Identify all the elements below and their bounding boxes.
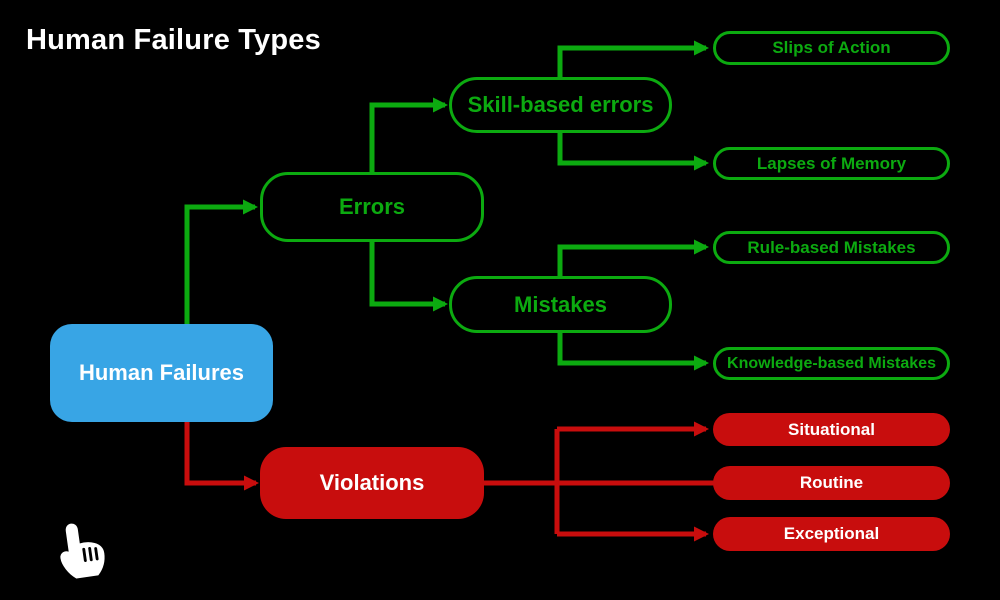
node-lapses-of-memory: Lapses of Memory [713, 147, 950, 180]
connector-errors-skill-based [369, 97, 448, 173]
connector-human-failures-errors [184, 199, 258, 326]
node-rule-based-mistakes: Rule-based Mistakes [713, 231, 950, 264]
hand-shape [60, 523, 105, 579]
node-mistakes: Mistakes [449, 276, 672, 333]
node-violations: Violations [260, 447, 484, 519]
node-situational: Situational [713, 413, 950, 446]
finger-lines [82, 546, 99, 563]
connector-skill-slips [557, 40, 709, 78]
connector-mistakes-rule-based [557, 239, 709, 277]
node-exceptional: Exceptional [713, 517, 950, 551]
hand-pointer-icon [60, 523, 105, 579]
node-human-failures: Human Failures [50, 324, 273, 422]
node-routine: Routine [713, 466, 950, 500]
connector-skill-lapses [557, 132, 709, 171]
node-knowledge-based-mistakes: Knowledge-based Mistakes [713, 347, 950, 380]
connector-errors-mistakes [369, 241, 448, 312]
node-errors: Errors [260, 172, 484, 242]
node-slips-of-action: Slips of Action [713, 31, 950, 65]
connector-human-failures-violations [184, 422, 259, 491]
node-skill-based-errors: Skill-based errors [449, 77, 672, 133]
page-title: Human Failure Types [26, 24, 321, 56]
connector-mistakes-knowledge-based [557, 332, 709, 371]
